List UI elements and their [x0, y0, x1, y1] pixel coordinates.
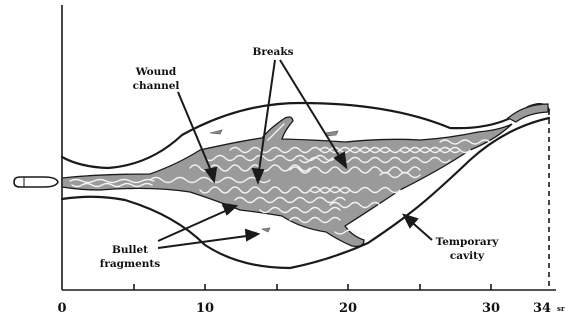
tick-label-10: 10 — [196, 301, 214, 316]
tick-label-34: 34 — [533, 301, 551, 316]
temporary-cavity-label-line2: cavity — [450, 250, 485, 262]
axis-unit-label: sr — [557, 304, 565, 313]
fragment-shard — [210, 130, 222, 134]
bullet-fragments-label-line1: Bullet — [112, 244, 148, 256]
temporary-cavity-label-line1: Temporary — [436, 236, 500, 248]
fragment-shard — [262, 228, 270, 232]
bullet-icon — [14, 177, 58, 187]
wound-channel-tissue — [62, 117, 512, 246]
tick-label-0: 0 — [57, 301, 66, 316]
wound-channel-label-line2: channel — [133, 80, 180, 92]
tick-label-30: 30 — [482, 301, 500, 316]
wound-channel-label-line1: Wound — [135, 66, 177, 78]
bullet-fragments-label-line2: fragments — [100, 258, 160, 270]
breaks-label: Breaks — [252, 46, 293, 58]
tick-label-20: 20 — [339, 301, 357, 316]
